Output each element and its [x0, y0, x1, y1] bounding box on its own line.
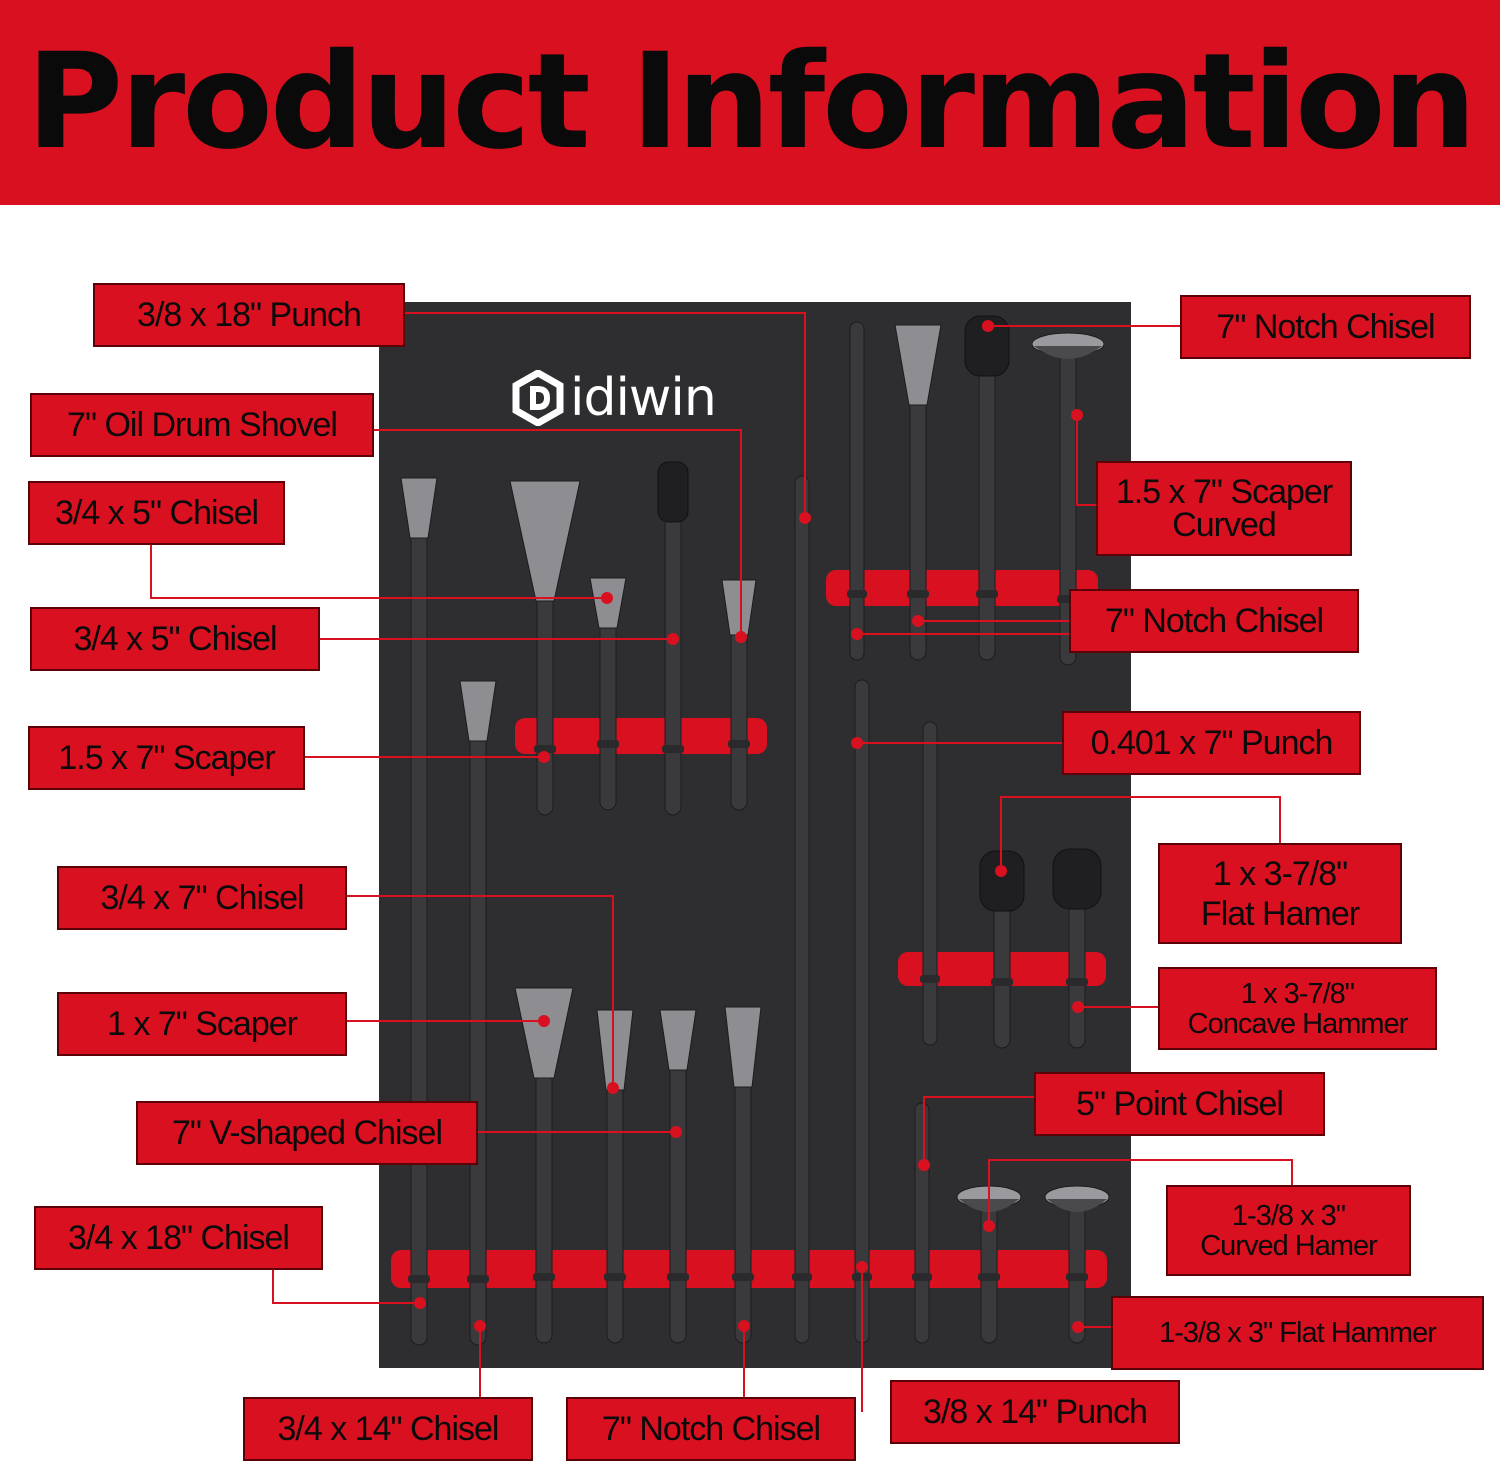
tool: [724, 1006, 762, 1344]
leader-line: [347, 1015, 550, 1027]
label-punch-18: 3/8 x 18" Punch: [93, 283, 405, 347]
label-chisel-5-b: 3/4 x 5" Chisel: [30, 607, 320, 671]
tool: [964, 315, 1010, 661]
label-oil-drum-shovel: 7" Oil Drum Shovel: [30, 393, 374, 457]
label-scraper-7: 1.5 x 7" Scaper: [28, 726, 305, 790]
leader-line: [478, 1126, 682, 1138]
leader-line: [983, 1159, 1293, 1232]
tool: [596, 1009, 634, 1344]
leader-line: [474, 1320, 486, 1397]
leader-line: [738, 1320, 750, 1397]
page-title: Product Information: [26, 25, 1476, 179]
tool: [847, 321, 867, 661]
label-chisel-5-a: 3/4 x 5" Chisel: [28, 481, 285, 545]
leader-line: [918, 1096, 1034, 1171]
leader-line: [374, 429, 747, 643]
leader-line: [305, 751, 550, 763]
tool: [1044, 1185, 1110, 1344]
brand-name: idiwin: [570, 368, 717, 428]
leader-line: [851, 628, 1069, 640]
leader-line: [912, 615, 1069, 627]
label-chisel-14: 3/4 x 14" Chisel: [243, 1397, 533, 1461]
leader-line: [982, 320, 1180, 332]
label-notch-chisel-mid: 7" Notch Chisel: [1069, 589, 1359, 653]
tool: [514, 987, 574, 1344]
d-hexagon-logo-icon: [512, 370, 564, 426]
tool: [1052, 848, 1102, 1049]
label-punch-0401: 0.401 x 7" Punch: [1062, 711, 1361, 775]
tool: [894, 324, 942, 661]
leader-line: [150, 545, 613, 604]
label-notch-chisel-top: 7" Notch Chisel: [1180, 295, 1471, 359]
tool: [459, 680, 497, 1346]
tool-holder-rail: [826, 570, 1098, 606]
label-punch-14: 3/8 x 14" Punch: [890, 1380, 1180, 1444]
label-v-chisel: 7" V-shaped Chisel: [136, 1101, 478, 1165]
tool-holder-rail: [515, 718, 767, 754]
label-notch-chisel-bottom: 7" Notch Chisel: [566, 1397, 856, 1461]
label-curved-hammer: 1-3/8 x 3"Curved Hamer: [1166, 1185, 1411, 1276]
leader-line: [1072, 1321, 1111, 1333]
leader-line: [995, 796, 1281, 877]
leader-line: [272, 1270, 426, 1309]
label-scraper-1x7: 1 x 7" Scaper: [57, 992, 347, 1056]
tool: [509, 480, 581, 816]
label-flat-hammer-138: 1-3/8 x 3" Flat Hammer: [1111, 1296, 1484, 1370]
tool: [920, 721, 940, 1046]
leader-line: [405, 312, 811, 524]
tool: [659, 1009, 697, 1344]
leader-line: [320, 633, 679, 645]
label-point-chisel: 5" Point Chisel: [1034, 1072, 1325, 1136]
label-concave-hammer: 1 x 3-7/8"Concave Hammer: [1158, 967, 1437, 1050]
header-banner: Product Information: [0, 0, 1500, 205]
leader-line: [851, 737, 1062, 749]
label-chisel-18: 3/4 x 18" Chisel: [34, 1206, 323, 1270]
leader-line: [1072, 1001, 1158, 1013]
leader-line: [856, 1261, 868, 1412]
brand-logo: idiwin: [510, 368, 717, 428]
tool: [792, 475, 812, 1344]
tool: [979, 850, 1025, 1049]
leader-line: [347, 895, 619, 1094]
label-chisel-7: 3/4 x 7" Chisel: [57, 866, 347, 930]
leader-line: [1071, 409, 1096, 506]
label-flat-hammer: 1 x 3-7/8"Flat Hamer: [1158, 843, 1402, 944]
